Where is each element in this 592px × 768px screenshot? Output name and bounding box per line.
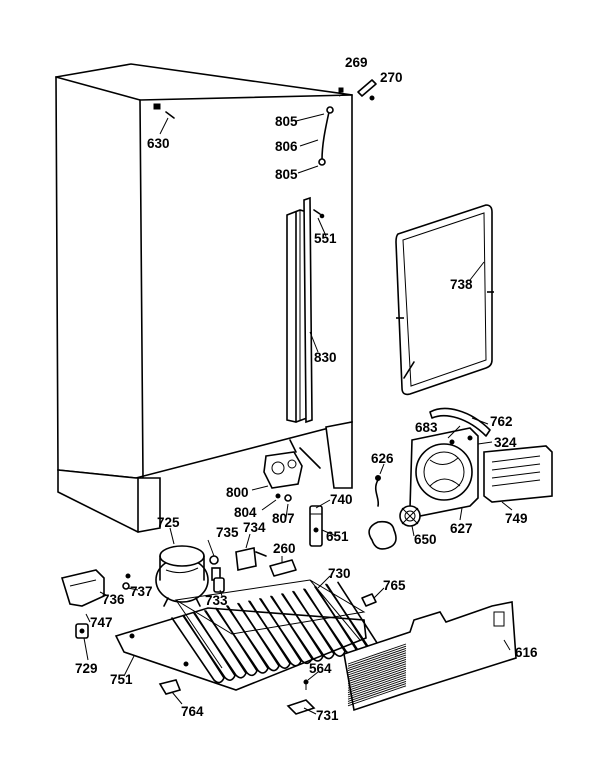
label-804: 804 — [234, 505, 257, 520]
label-764: 764 — [181, 704, 204, 719]
label-738: 738 — [450, 277, 473, 292]
label-765: 765 — [383, 578, 406, 593]
clip-part-630 — [165, 111, 175, 119]
clip-part-551 — [313, 209, 325, 219]
label-806: 806 — [275, 139, 298, 154]
label-800: 800 — [226, 485, 249, 500]
label-735: 735 — [216, 525, 239, 540]
screw-part-564 — [303, 679, 309, 690]
label-733: 733 — [205, 593, 228, 608]
label-725: 725 — [157, 515, 180, 530]
label-734: 734 — [243, 520, 266, 535]
channel-part-830 — [286, 196, 313, 424]
label-630: 630 — [147, 136, 170, 151]
label-270: 270 — [380, 70, 403, 85]
bracket-part-734 — [235, 547, 267, 571]
capacitor-part-733 — [213, 577, 225, 593]
fan-motor-part-650 — [399, 505, 421, 527]
label-762: 762 — [490, 414, 513, 429]
label-627: 627 — [450, 521, 473, 536]
label-805-top: 805 — [275, 114, 298, 129]
foot-part-764 — [158, 679, 182, 695]
label-651: 651 — [326, 529, 349, 544]
relay-part-740 — [309, 505, 323, 547]
label-736: 736 — [102, 592, 125, 607]
label-807: 807 — [272, 511, 295, 526]
label-683: 683 — [415, 420, 438, 435]
compressor-part-725 — [155, 545, 221, 607]
wire-part-626 — [374, 475, 381, 507]
valve-part-800 — [263, 439, 321, 502]
wire-clip-part-260 — [269, 559, 297, 577]
fan-blade-part-651 — [368, 520, 397, 550]
mount-bracket-part-736 — [60, 569, 131, 607]
label-730: 730 — [328, 566, 351, 581]
part-labels: 269 270 805 630 806 805 551 738 830 762 … — [75, 55, 538, 723]
drain-tube-part-762 — [429, 407, 491, 437]
label-747: 747 — [90, 615, 113, 630]
rear-grille-part-616 — [343, 601, 517, 712]
label-729: 729 — [75, 661, 98, 676]
clamp-part-731 — [286, 699, 316, 715]
label-805-bottom: 805 — [275, 167, 298, 182]
label-269: 269 — [345, 55, 368, 70]
label-731: 731 — [316, 708, 339, 723]
label-564: 564 — [309, 661, 332, 676]
label-616: 616 — [515, 645, 538, 660]
label-737: 737 — [130, 584, 153, 599]
label-830: 830 — [314, 350, 337, 365]
label-324: 324 — [494, 435, 517, 450]
hinge-part-269 — [357, 79, 377, 101]
label-260: 260 — [273, 541, 296, 556]
grommet-part-729 — [75, 623, 89, 639]
clip-part-765 — [361, 593, 377, 607]
label-751: 751 — [110, 672, 133, 687]
door-gasket-part-738 — [395, 204, 494, 396]
cabinet — [55, 63, 353, 533]
cover-part-749 — [483, 445, 553, 503]
label-749: 749 — [505, 511, 528, 526]
label-650: 650 — [414, 532, 437, 547]
leader-lines — [83, 113, 513, 715]
fan-shroud-part-627 — [409, 427, 479, 517]
label-551: 551 — [314, 231, 337, 246]
label-626: 626 — [371, 451, 394, 466]
tube-part-806 — [318, 106, 334, 166]
label-740: 740 — [330, 492, 353, 507]
